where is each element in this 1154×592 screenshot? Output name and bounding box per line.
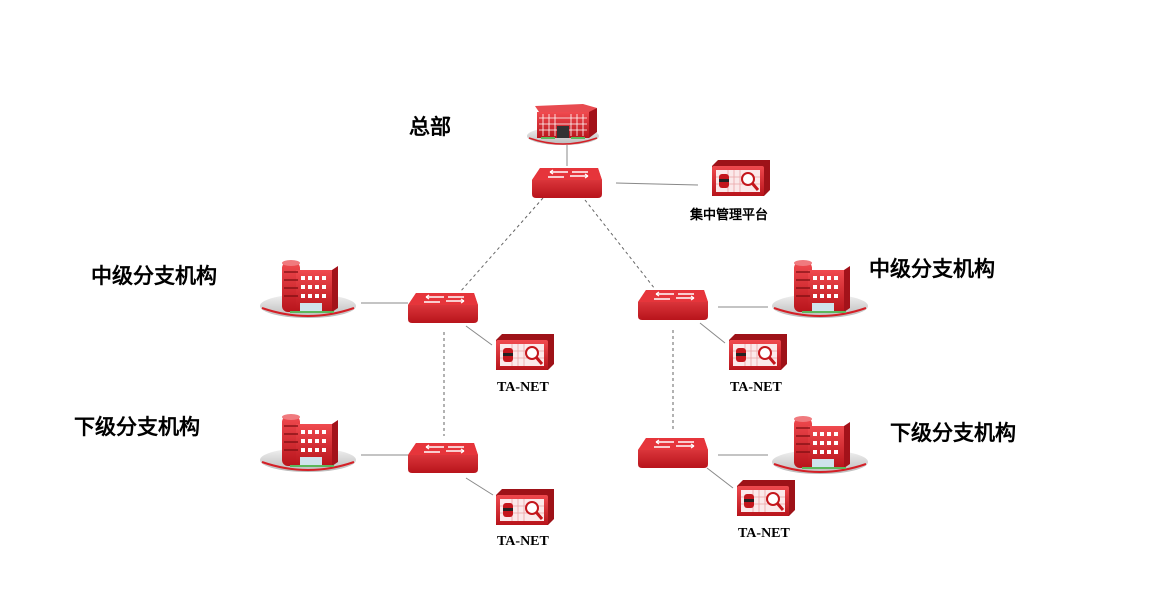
midright-switch-icon: [637, 289, 709, 321]
mgmt-label: 集中管理平台: [689, 207, 768, 223]
lowright-switch-icon: [637, 437, 709, 469]
lowright-building-icon: [771, 415, 869, 475]
midleft-label: 中级分支机构: [91, 264, 217, 288]
midleft-tanet-label: TA-NET: [497, 380, 550, 395]
midleft-building-icon: [259, 259, 357, 319]
link-lowleft-switch-tanet: [465, 477, 494, 496]
lowleft-label: 下级分支机构: [74, 415, 200, 439]
wan-link-hq-midright: [584, 199, 656, 290]
midright-building-icon: [771, 259, 869, 319]
hq-building-icon: [526, 103, 600, 146]
link-midright-switch-tanet: [699, 322, 726, 344]
hq-switch-icon: [531, 167, 603, 199]
midleft-tanet-icon: [494, 332, 556, 372]
lowleft-tanet-label: TA-NET: [497, 534, 550, 549]
link-midleft-switch-tanet: [465, 325, 493, 346]
midright-label: 中级分支机构: [869, 257, 995, 281]
lowright-label: 下级分支机构: [890, 421, 1016, 445]
mgmt-platform-icon: [710, 158, 772, 198]
lowleft-building-icon: [259, 413, 357, 473]
hq-label: 总部: [409, 115, 451, 139]
midright-tanet-label: TA-NET: [730, 380, 783, 395]
lowright-tanet-label: TA-NET: [738, 526, 791, 541]
lowright-tanet-icon: [735, 478, 797, 518]
lowleft-tanet-icon: [494, 487, 556, 527]
link-hq-switch-mgmt: [615, 182, 699, 186]
wan-link-hq-midleft: [459, 197, 544, 293]
midleft-switch-icon: [407, 292, 479, 324]
link-lowright-switch-tanet: [706, 467, 734, 489]
lowleft-switch-icon: [407, 442, 479, 474]
midright-tanet-icon: [727, 332, 789, 372]
